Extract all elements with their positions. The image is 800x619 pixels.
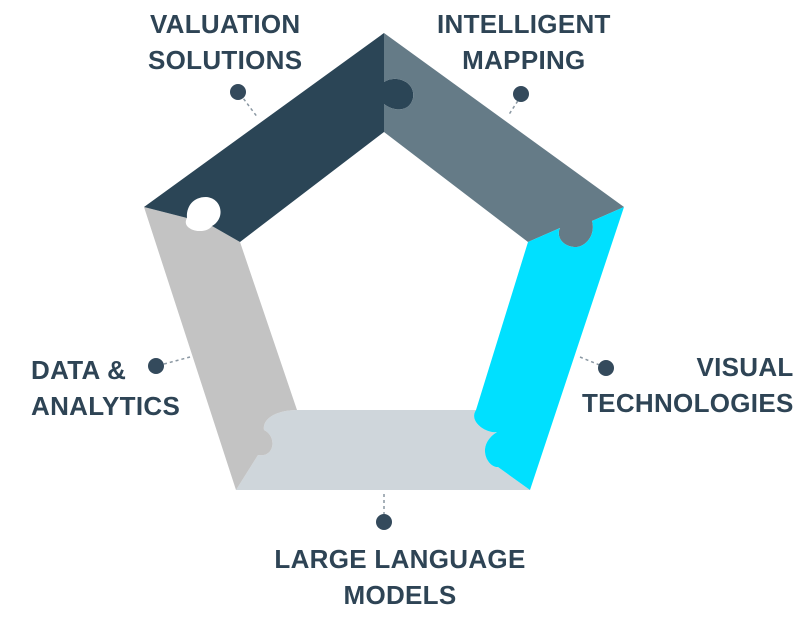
dot-valuation: [230, 84, 246, 100]
connector-data: [148, 356, 191, 374]
dot-visual: [598, 360, 614, 376]
label-visual-technologies: VISUAL TECHNOLOGIES: [582, 349, 794, 421]
segment-intelligent-mapping: [384, 33, 624, 248]
segment-valuation-solutions: [144, 33, 414, 242]
label-large-language-models: LARGE LANGUAGE MODELS: [260, 541, 540, 613]
label-line: MODELS: [343, 580, 457, 610]
dot-data: [148, 358, 164, 374]
label-line: DATA &: [31, 355, 127, 385]
segment-visual-technologies: [474, 207, 624, 490]
connector-visual: [579, 356, 614, 376]
connector-valuation: [230, 84, 259, 119]
label-line: TECHNOLOGIES: [582, 388, 794, 418]
dot-mapping: [513, 86, 529, 102]
label-line: LARGE LANGUAGE: [274, 544, 526, 574]
label-line: VISUAL: [696, 352, 794, 382]
label-line: MAPPING: [462, 45, 586, 75]
label-intelligent-mapping: INTELLIGENT MAPPING: [437, 6, 611, 78]
label-line: VALUATION: [149, 9, 301, 39]
label-line: SOLUTIONS: [148, 45, 303, 75]
label-valuation-solutions: VALUATION SOLUTIONS: [148, 6, 302, 78]
label-line: ANALYTICS: [31, 391, 181, 421]
connector-mapping: [507, 86, 529, 117]
segment-large-language-models: [236, 410, 530, 490]
dot-llm: [376, 514, 392, 530]
connector-llm: [376, 494, 392, 530]
segment-data-analytics: [144, 207, 297, 490]
label-line: INTELLIGENT: [437, 9, 611, 39]
label-data-analytics: DATA & ANALYTICS: [31, 352, 180, 424]
